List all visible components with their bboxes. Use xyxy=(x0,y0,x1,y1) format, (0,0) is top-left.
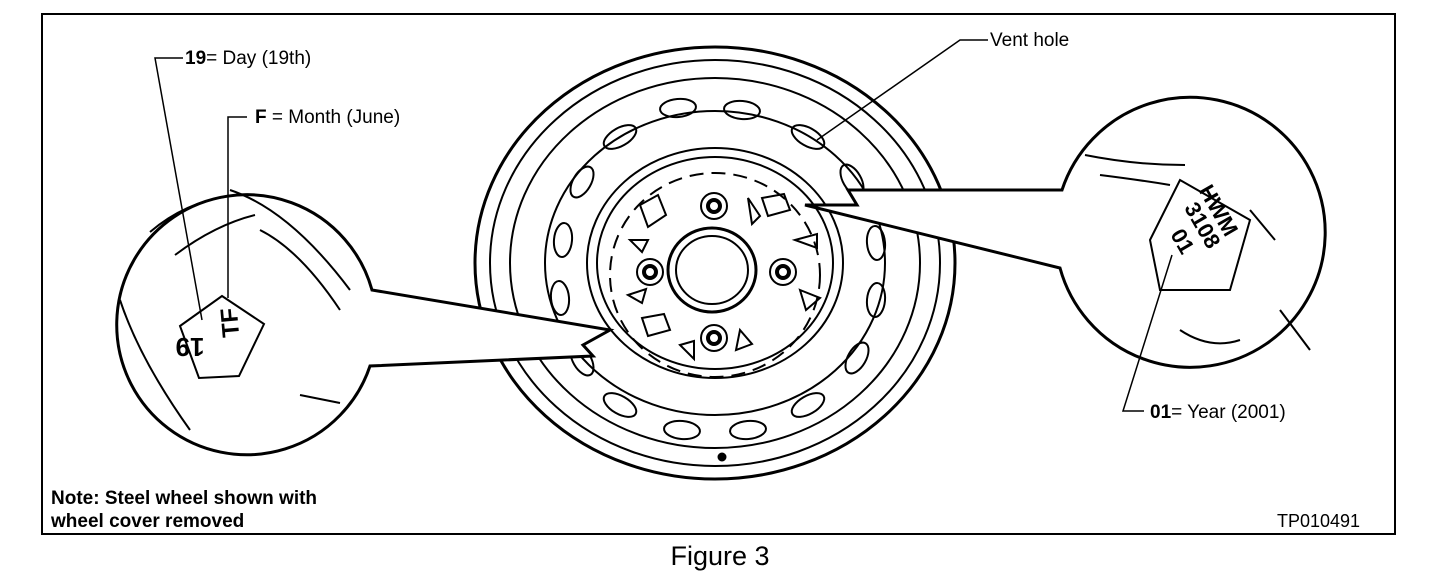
left-magnifier xyxy=(115,189,615,457)
figure-caption: Figure 3 xyxy=(670,541,770,571)
note-text: Note: Steel wheel shown with wheel cover… xyxy=(51,487,317,533)
lug-nut xyxy=(769,258,797,286)
leader-lines xyxy=(154,39,1173,412)
year-desc: = Year (2001) xyxy=(1171,402,1286,423)
month-desc: = Month (June) xyxy=(266,107,401,128)
note-line-1: Note: Steel wheel shown with xyxy=(51,488,318,509)
year-code: 01 xyxy=(1150,402,1172,423)
stamp-left-month: TF xyxy=(216,307,245,339)
day-code: 19 xyxy=(185,48,207,69)
stamp-left-day: 19 xyxy=(176,332,205,362)
note-line-2: wheel cover removed xyxy=(51,511,245,532)
vent-hole-label: Vent hole xyxy=(990,30,1070,51)
lug-nut xyxy=(700,192,728,220)
lug-nut xyxy=(636,258,664,286)
lug-nut xyxy=(700,324,728,352)
figure-code: TP010491 xyxy=(1277,511,1361,531)
steel-wheel xyxy=(473,45,957,481)
year-label: 01= Year (2001) xyxy=(1150,403,1286,422)
month-label: F = Month (June) xyxy=(255,108,400,127)
right-magnifier xyxy=(804,95,1327,369)
day-label: 19= Day (19th) xyxy=(185,49,311,68)
month-code: F xyxy=(255,107,267,128)
day-desc: = Day (19th) xyxy=(206,48,312,69)
figure-frame xyxy=(41,13,1396,535)
